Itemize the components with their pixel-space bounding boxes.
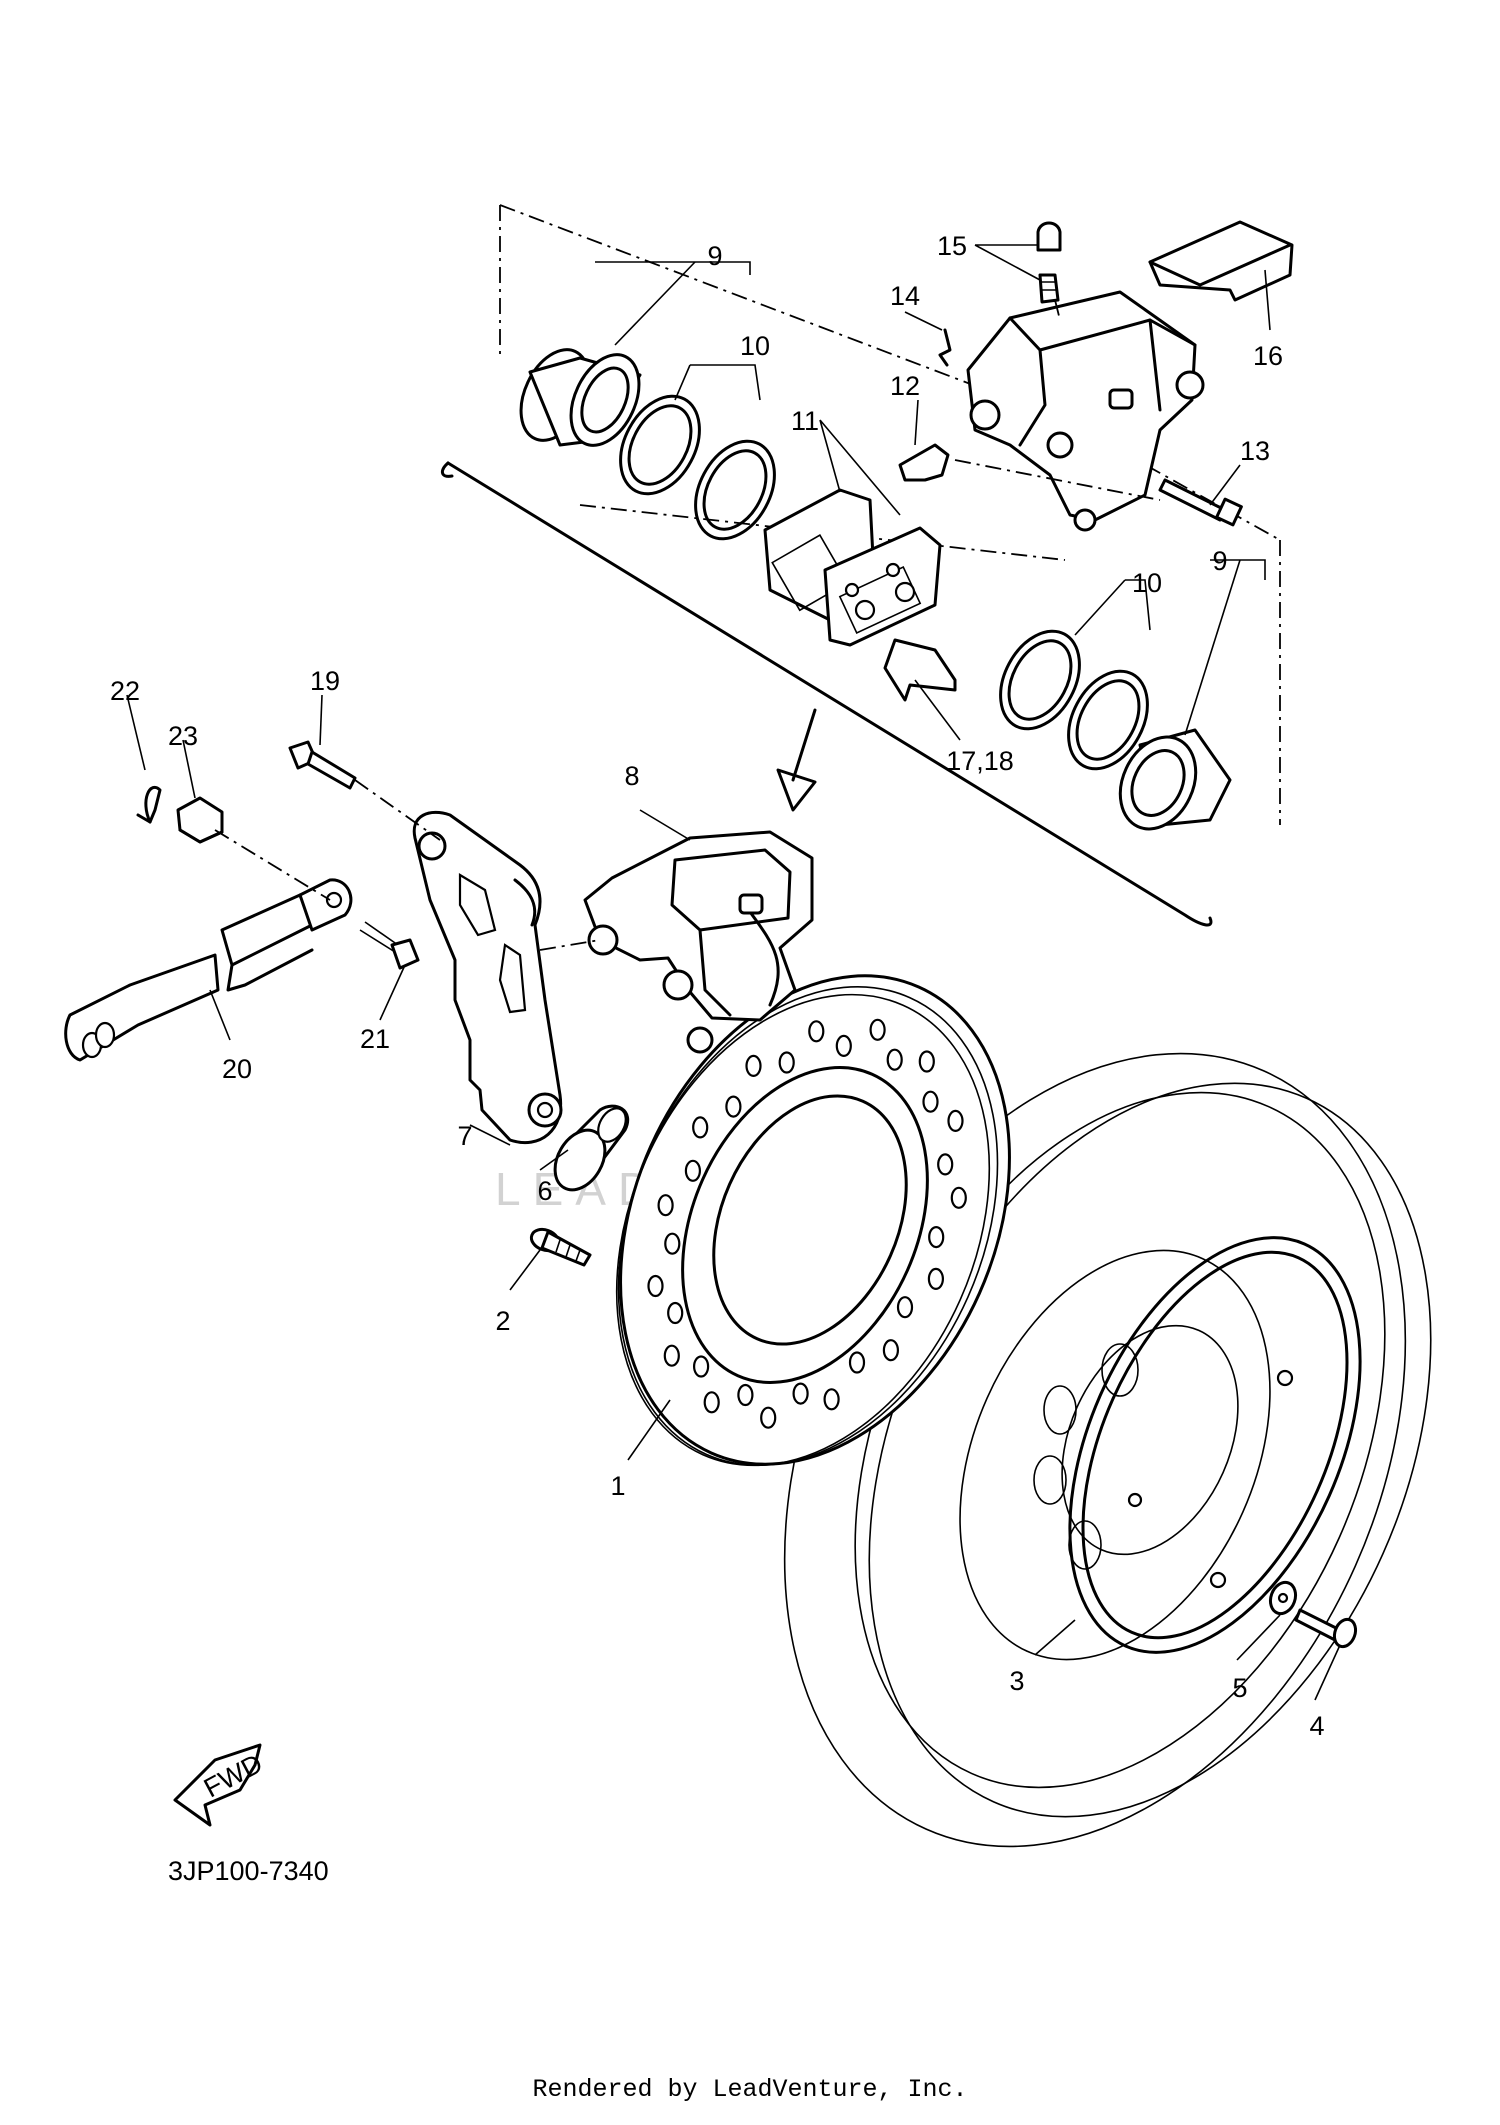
part-10b-seals <box>999 629 1149 771</box>
disc-vent-hole <box>808 1020 825 1043</box>
callout-9b: 9 <box>1212 546 1227 576</box>
callout-6: 6 <box>537 1176 552 1206</box>
part-10a-seals <box>619 394 776 541</box>
callout-8: 8 <box>624 761 639 791</box>
part-9a-piston <box>519 348 642 447</box>
callout-15: 15 <box>937 231 967 261</box>
part-1-brake-disc <box>615 974 1011 1467</box>
disc-vent-hole <box>737 1383 754 1407</box>
disc-vent-hole <box>927 1267 945 1291</box>
part-4-screw <box>1294 1608 1358 1649</box>
disc-vent-hole <box>684 1159 702 1182</box>
fwd-arrow-icon: FWD <box>173 1743 267 1827</box>
disc-vent-hole <box>692 1355 710 1378</box>
callout-4: 4 <box>1309 1711 1324 1741</box>
disc-vent-hole <box>928 1225 945 1249</box>
disc-vent-hole <box>848 1351 866 1374</box>
callout-7: 7 <box>457 1121 472 1151</box>
part-8-caliper-assembly <box>583 830 814 1054</box>
disc-vent-hole <box>692 1116 709 1139</box>
leader-lines <box>126 244 1341 1701</box>
caliper-body-detail <box>966 290 1205 532</box>
part-21-bolt <box>359 921 420 970</box>
disc-vent-hole <box>663 1344 680 1367</box>
callout-20: 20 <box>222 1054 252 1084</box>
disc-vent-hole <box>647 1274 664 1298</box>
part-22-cotter-pin <box>136 786 162 824</box>
callout-11: 11 <box>791 406 819 436</box>
disc-vent-hole <box>745 1054 762 1078</box>
disc-vent-hole <box>823 1388 840 1411</box>
disc-vent-hole <box>657 1194 674 1217</box>
callout-21: 21 <box>360 1024 390 1054</box>
part-3-hub-ring <box>1068 1236 1362 1654</box>
callout-13: 13 <box>1240 436 1270 466</box>
callout-17-18: 17,18 <box>946 746 1014 776</box>
part-2-disc-bolt <box>529 1227 592 1267</box>
disc-vent-hole <box>882 1339 900 1362</box>
part-20-torque-rod <box>64 878 353 1062</box>
disc-vent-hole <box>667 1301 684 1325</box>
disc-vent-hole <box>918 1050 935 1073</box>
callout-3: 3 <box>1009 1666 1024 1696</box>
part-19-bolt <box>288 740 357 790</box>
callout-9a: 9 <box>707 241 722 271</box>
disc-vent-hole <box>947 1109 964 1133</box>
callout-14: 14 <box>890 281 920 311</box>
disc-vent-hole <box>950 1186 967 1209</box>
part-5-washer <box>1268 1580 1298 1616</box>
callout-19: 19 <box>310 666 340 696</box>
callout-10a: 10 <box>740 331 770 361</box>
disc-vent-hole <box>835 1034 852 1058</box>
part-7-caliper-bracket <box>412 810 563 1145</box>
disc-vent-hole <box>937 1153 954 1176</box>
disc-vent-hole <box>922 1090 939 1113</box>
callout-5: 5 <box>1232 1673 1247 1703</box>
part-15-bleed-screw <box>1036 221 1062 304</box>
disc-vent-hole <box>703 1391 720 1414</box>
callout-10b: 10 <box>1132 568 1162 598</box>
disc-vent-hole <box>760 1406 777 1429</box>
callout-22: 22 <box>110 676 140 706</box>
part-13-pad-pin <box>1158 478 1243 527</box>
callout-1: 1 <box>610 1471 625 1501</box>
disc-vent-hole <box>792 1382 809 1405</box>
callout-labels: 1 2 3 4 5 6 7 8 9 9 10 10 11 12 13 14 15… <box>110 231 1325 1741</box>
part-12-pad-spring <box>898 443 950 482</box>
part-11-brake-pads <box>763 488 942 647</box>
diagram-code: 3JP100-7340 <box>168 1856 329 1886</box>
part-9b-piston <box>1118 728 1232 831</box>
callout-2: 2 <box>495 1306 510 1336</box>
footer-credit: Rendered by LeadVenture, Inc. <box>532 2075 968 2104</box>
part-14-clip <box>938 328 952 367</box>
callout-16: 16 <box>1253 341 1283 371</box>
disc-vent-hole <box>778 1051 795 1074</box>
disc-vent-hole <box>869 1018 886 1041</box>
callout-23: 23 <box>168 721 198 751</box>
part-23-nut <box>176 796 224 844</box>
disc-vent-hole <box>886 1048 903 1071</box>
part-6-collar <box>553 1104 629 1192</box>
callout-12: 12 <box>890 371 920 401</box>
part-16-caliper-cover <box>1148 220 1294 302</box>
disc-vent-hole <box>896 1296 914 1319</box>
part-17-18-pad-support <box>883 638 957 702</box>
disc-vent-hole <box>725 1095 742 1118</box>
disc-vent-hole <box>664 1232 681 1255</box>
